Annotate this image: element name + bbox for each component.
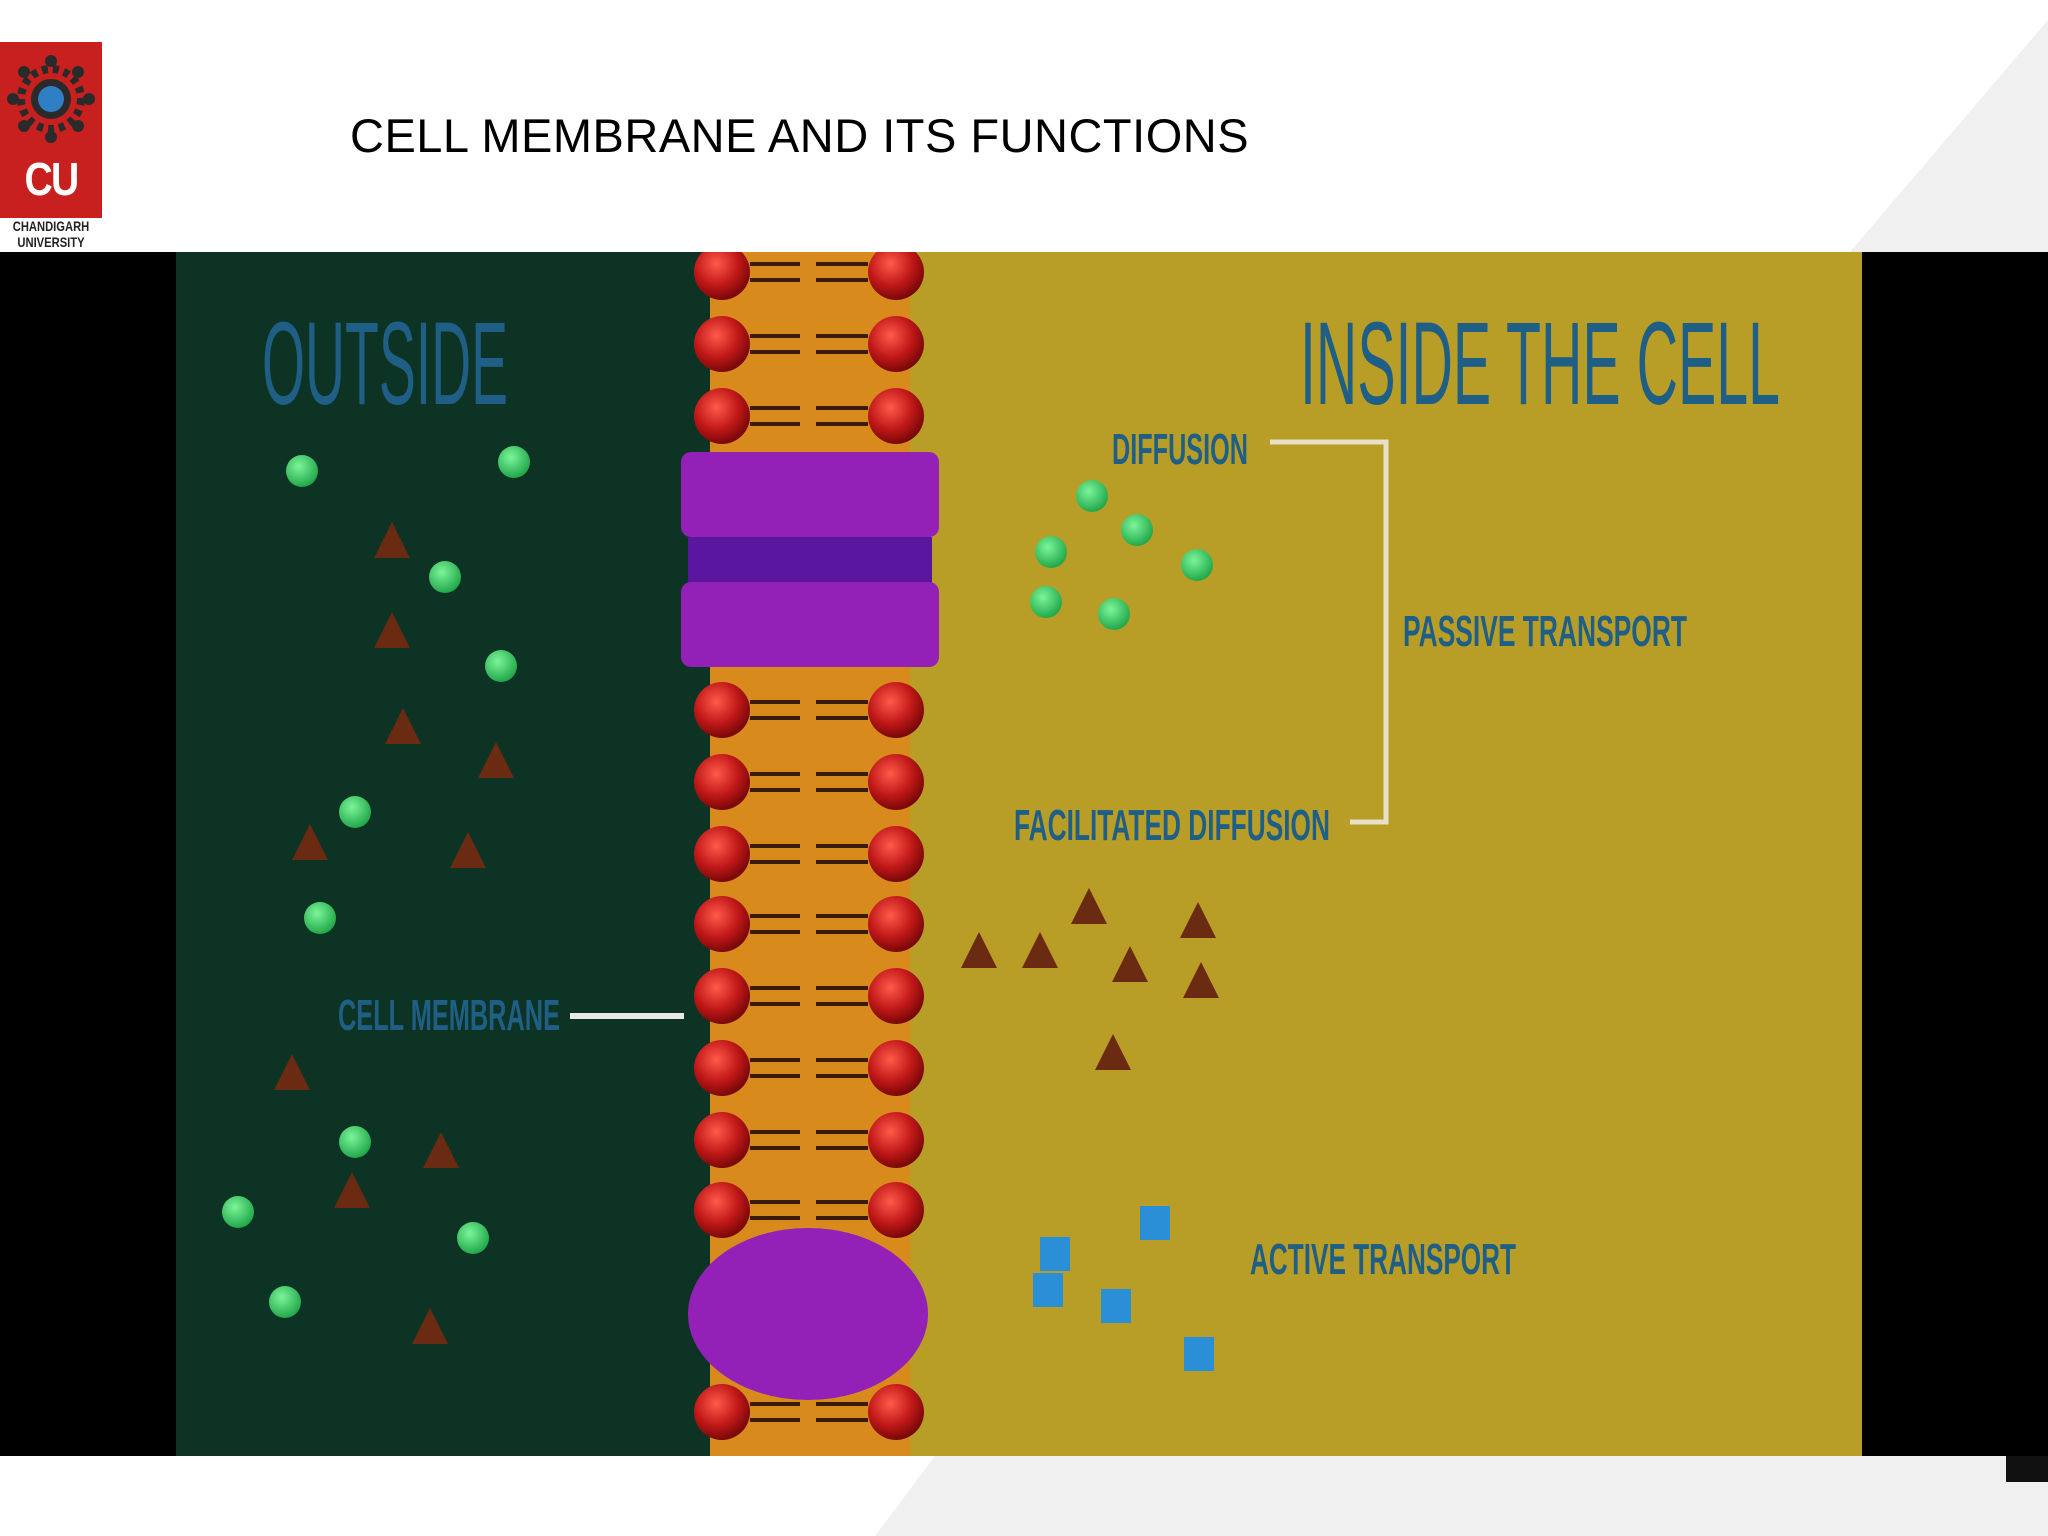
blue-molecule: [1040, 1237, 1070, 1271]
brown-molecule: [385, 708, 421, 744]
phospholipid-head: [868, 388, 924, 444]
green-molecule: [1121, 514, 1153, 546]
green-molecule: [1098, 598, 1130, 630]
diffusion-label: DIFFUSION: [1112, 425, 1248, 474]
green-molecule: [1035, 536, 1067, 568]
phospholipid-head: [694, 388, 750, 444]
brown-molecule: [1095, 1034, 1131, 1070]
phospholipid-head: [868, 1112, 924, 1168]
logo-emblem-icon: [7, 55, 95, 143]
carrier-protein: [688, 1228, 928, 1400]
brown-molecule: [423, 1132, 459, 1168]
brown-molecule: [1180, 902, 1216, 938]
top-right-triangle: [1850, 20, 2048, 252]
green-molecule: [339, 796, 371, 828]
inside-the-cell-label: INSIDE THE CELL: [1300, 298, 1780, 430]
logo-university-name: CHANDIGARH UNIVERSITY: [0, 218, 102, 252]
bottom-band: [875, 1456, 2048, 1536]
phospholipid-head: [694, 316, 750, 372]
green-molecule: [457, 1222, 489, 1254]
university-logo: CU CHANDIGARH UNIVERSITY: [0, 42, 102, 252]
phospholipid-head: [868, 316, 924, 372]
phospholipid-head: [868, 896, 924, 952]
passive-transport-bracket: [1270, 439, 1389, 825]
logo-name-line2: UNIVERSITY: [17, 234, 85, 250]
brown-molecule: [412, 1308, 448, 1344]
phospholipid-head: [694, 754, 750, 810]
green-molecule: [1030, 586, 1062, 618]
phospholipid-head: [868, 682, 924, 738]
phospholipid-head: [868, 252, 924, 300]
blue-molecule: [1184, 1337, 1214, 1371]
slide-title: CELL MEMBRANE AND ITS FUNCTIONS: [350, 109, 1250, 162]
brown-molecule: [961, 932, 997, 968]
brown-molecule: [1112, 946, 1148, 982]
phospholipid-tails: [750, 262, 868, 1422]
corner-marker: [2006, 1456, 2048, 1482]
logo-name-line1: CHANDIGARH: [12, 218, 90, 234]
brown-molecule: [450, 832, 486, 868]
green-molecule: [498, 446, 530, 478]
molecules: [222, 446, 1219, 1371]
phospholipid-head: [694, 968, 750, 1024]
brown-molecule: [274, 1054, 310, 1090]
phospholipid-head: [694, 252, 750, 300]
phospholipid-head: [694, 896, 750, 952]
green-molecule: [339, 1126, 371, 1158]
green-molecule: [269, 1286, 301, 1318]
brown-molecule: [334, 1172, 370, 1208]
phospholipid-head: [694, 1112, 750, 1168]
logo-letters: CU: [24, 153, 79, 205]
phospholipid-head: [694, 1040, 750, 1096]
green-molecule: [1076, 480, 1108, 512]
passive-transport-label: PASSIVE TRANSPORT: [1403, 607, 1687, 656]
channel-protein: [681, 452, 939, 667]
phospholipid-head: [694, 682, 750, 738]
green-molecule: [485, 650, 517, 682]
outside-label: OUTSIDE: [262, 298, 508, 430]
phospholipid-head: [868, 826, 924, 882]
phospholipid-head: [694, 826, 750, 882]
brown-molecule: [1071, 888, 1107, 924]
blue-molecule: [1140, 1206, 1170, 1240]
phospholipid-head: [868, 754, 924, 810]
phospholipid-head: [694, 1384, 750, 1440]
green-molecule: [286, 455, 318, 487]
green-molecule: [222, 1196, 254, 1228]
green-molecule: [1181, 549, 1213, 581]
video-frame[interactable]: OUTSIDE INSIDE THE CELL DIFFUSION PASSIV…: [0, 252, 2048, 1456]
facilitated-diffusion-label: FACILITATED DIFFUSION: [1014, 801, 1330, 850]
phospholipid-head: [868, 968, 924, 1024]
outside-region: [176, 252, 716, 1456]
cell-membrane-diagram: OUTSIDE INSIDE THE CELL DIFFUSION PASSIV…: [176, 252, 1862, 1456]
brown-molecule: [478, 742, 514, 778]
brown-molecule: [292, 824, 328, 860]
active-transport-label: ACTIVE TRANSPORT: [1250, 1235, 1516, 1284]
brown-molecule: [1022, 932, 1058, 968]
brown-molecule: [1183, 962, 1219, 998]
phospholipid-head: [868, 1182, 924, 1238]
phospholipid-head: [868, 1384, 924, 1440]
cell-membrane-label: CELL MEMBRANE: [338, 991, 560, 1040]
blue-molecule: [1033, 1273, 1063, 1307]
phospholipid-head: [694, 1182, 750, 1238]
brown-molecule: [374, 522, 410, 558]
phospholipid-heads: [694, 252, 924, 1440]
phospholipid-head: [868, 1040, 924, 1096]
green-molecule: [304, 902, 336, 934]
green-molecule: [429, 561, 461, 593]
blue-molecule: [1101, 1289, 1131, 1323]
brown-molecule: [374, 612, 410, 648]
